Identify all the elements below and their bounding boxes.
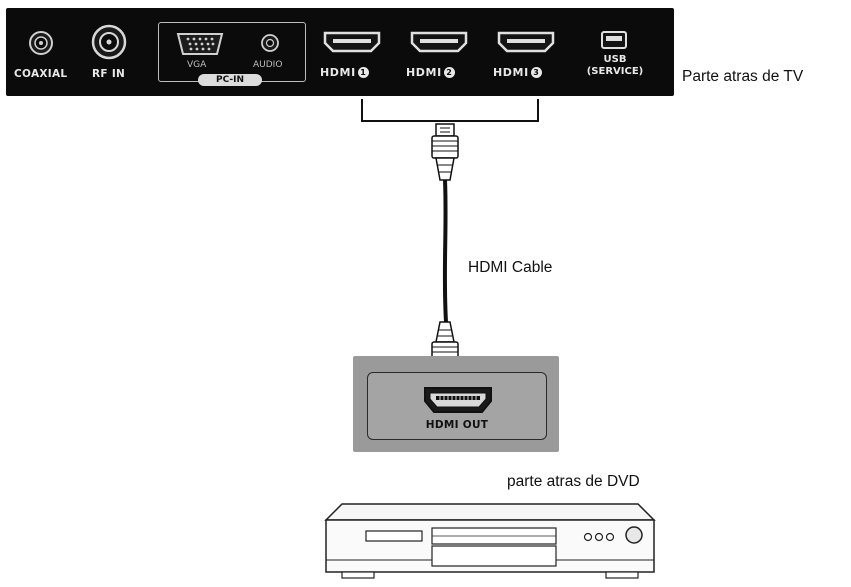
hdmi2-port-icon: [410, 31, 468, 53]
dvd-connector-panel: HDMI OUT: [353, 356, 559, 452]
cable-label: HDMI Cable: [468, 259, 553, 276]
coaxial-label: COAXIAL: [14, 68, 68, 80]
top-hdmi-plug-icon: [431, 123, 459, 181]
usb-text: USB: [603, 54, 627, 65]
audio-jack-icon: [261, 34, 279, 52]
dvd-caption: parte atras de DVD: [507, 473, 640, 490]
hdmi3-number: 3: [530, 67, 542, 78]
hdmi-out-label: HDMI OUT: [425, 419, 489, 431]
dvd-port-frame: HDMI OUT: [367, 372, 547, 440]
hdmi-out-port-icon: [424, 387, 492, 413]
pc-in-label: PC-IN: [198, 74, 262, 86]
vga-port-icon: [176, 33, 224, 55]
hdmi3-text: HDMI: [493, 66, 529, 79]
tv-caption: Parte atras de TV: [682, 68, 804, 85]
usb-port-icon: [601, 31, 627, 49]
rf-in-jack-icon: [91, 24, 127, 60]
hdmi2-text: HDMI: [406, 66, 442, 79]
hdmi1-number: 1: [357, 67, 369, 78]
hdmi2-number: 2: [443, 67, 455, 78]
hdmi-bracket: [361, 99, 539, 122]
hdmi1-port-icon: [323, 31, 381, 53]
audio-label: AUDIO: [253, 60, 283, 70]
usb-label: USB (SERVICE): [576, 54, 654, 78]
pc-in-group: VGA AUDIO PC-IN: [158, 22, 306, 86]
usb-service-text: (SERVICE): [586, 66, 644, 77]
rf-in-label: RF IN: [92, 68, 126, 80]
hdmi1-text: HDMI: [320, 66, 356, 79]
hdmi-cable: [442, 179, 448, 323]
vga-label: VGA: [187, 60, 207, 70]
dvd-player-icon: [324, 503, 656, 579]
coaxial-jack-icon: [29, 31, 53, 55]
hdmi3-port-icon: [497, 31, 555, 53]
